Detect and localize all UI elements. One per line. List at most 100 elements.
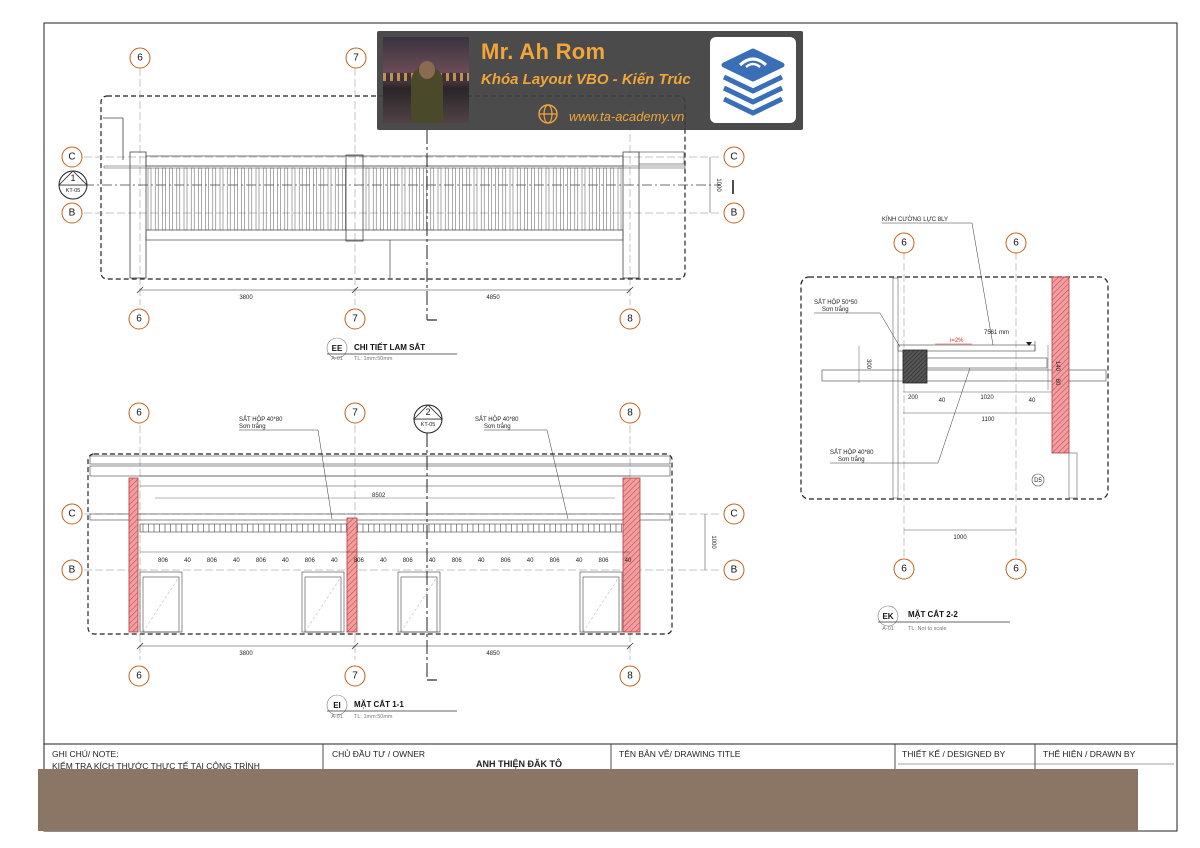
detail-ek-frame [800, 276, 1109, 500]
grid-bubble-6[interactable]: 6 [1005, 232, 1027, 254]
grid-bubble-6[interactable]: 6 [128, 308, 150, 330]
ee-sheet: A-01 [331, 356, 343, 362]
stack-layers-icon [721, 48, 785, 116]
grid-bubble-7[interactable]: 7 [344, 402, 366, 424]
grid-bubble-8[interactable]: 8 [619, 402, 641, 424]
ei-segment-dim: 806 [550, 558, 561, 564]
tb-owner-label: CHỦ ĐẦU TƯ / OWNER [332, 748, 425, 759]
svg-text:7: 7 [353, 53, 359, 64]
ei-segment-dim: 806 [305, 558, 316, 564]
ei-column-mid [346, 517, 358, 633]
ek-tag: D5 [1034, 478, 1042, 484]
svg-text:6: 6 [901, 564, 907, 575]
tb-note-label: GHI CHÚ/ NOTE: [52, 749, 119, 759]
grid-bubble-6[interactable]: 6 [893, 232, 915, 254]
svg-text:6: 6 [901, 238, 907, 249]
ek-d1020: 1020 [980, 395, 994, 401]
grid-bubble-7[interactable]: 7 [344, 308, 366, 330]
ee-title: CHI TIẾT LAM SẮT [354, 342, 425, 352]
ek-box-note: SẮT HỘP 50*50 [814, 298, 858, 306]
ek-code: EK [882, 612, 893, 621]
globe-icon [538, 104, 558, 124]
ek-box-note-b-2: Sơn trắng [838, 456, 865, 463]
tb-owner-name: ANH THIỆN ĐĂK TÔ [476, 758, 562, 769]
ek-v80: 80 [1054, 379, 1060, 386]
svg-text:7: 7 [352, 408, 358, 419]
grid-bubble-b[interactable]: B [723, 559, 745, 581]
grid-bubble-6[interactable]: 6 [128, 665, 150, 687]
tb-drawing-label: TÊN BẢN VẼ/ DRAWING TITLE [619, 748, 741, 759]
ei-note-left-2: Sơn trắng [239, 423, 266, 430]
ei-segment-dim: 806 [256, 558, 267, 564]
svg-text:8: 8 [627, 671, 633, 682]
ee-section-marker[interactable]: 1 KT-05 [58, 170, 88, 200]
ei-segment-dim: 806 [598, 558, 609, 564]
ei-segment-dim: 806 [452, 558, 463, 564]
detail-ee: 3800 4850 1000 1 KT-05 EE A-01 CHI TIẾT … [58, 68, 734, 362]
svg-text:6: 6 [137, 53, 143, 64]
ee-code: EE [332, 344, 343, 353]
ei-segment-dim: 40 [380, 558, 387, 564]
svg-text:B: B [731, 565, 738, 576]
ee-scale: TL: 1mm:50mm [354, 356, 393, 362]
ei-dim-left: 3800 [239, 651, 253, 657]
grid-bubble-6[interactable]: 6 [128, 402, 150, 424]
svg-text:6: 6 [136, 314, 142, 325]
ei-sheet: A-01 [331, 714, 343, 720]
ei-segment-dim: 40 [282, 558, 289, 564]
grid-bubble-c[interactable]: C [723, 146, 745, 168]
banner-website[interactable]: www.ta-academy.vn [569, 109, 685, 124]
svg-text:6: 6 [136, 671, 142, 682]
ei-segment-dim: 40 [527, 558, 534, 564]
ek-box-note-2: Sơn trắng [822, 306, 849, 313]
grid-bubble-8[interactable]: 8 [619, 308, 641, 330]
detail-ei-frame [87, 453, 673, 635]
grid-bubble-8[interactable]: 8 [619, 665, 641, 687]
detail-ek: KÍNH CƯỜNG LỰC 8LY 7561 mm i=2% SẮT HỘP … [800, 216, 1109, 632]
grid-bubble-b[interactable]: B [61, 202, 83, 224]
ek-len: 7561 mm [984, 330, 1009, 336]
grid-bubble-b[interactable]: B [723, 202, 745, 224]
ei-segment-dim: 806 [354, 558, 365, 564]
ei-section-marker[interactable]: 2 KT-05 [413, 404, 443, 434]
ei-section-num: 2 [425, 407, 430, 417]
grid-bubble-6[interactable]: 6 [129, 47, 151, 69]
grid-bubble-6[interactable]: 6 [1005, 558, 1027, 580]
ek-d200: 200 [908, 395, 919, 401]
svg-text:8: 8 [627, 408, 633, 419]
tb-drawn-label: THỂ HIỆN / DRAWN BY [1043, 748, 1136, 759]
ek-d40a: 40 [939, 398, 946, 404]
ek-box-note-b: SẮT HỘP 40*80 [830, 448, 874, 456]
grid-bubble-7[interactable]: 7 [345, 47, 367, 69]
ei-segment-dim: 40 [625, 558, 632, 564]
ei-segment-dim: 40 [331, 558, 338, 564]
banner-course-title: Khóa Layout VBO - Kiến Trúc [481, 71, 691, 88]
tb-designed-label: THIẾT KẾ / DESIGNED BY [902, 749, 1006, 759]
detail-ei: 8502 806 40 806 40 806 40 806 40 806 40 806 40 806 40… [84, 404, 720, 720]
grid-bubble-c[interactable]: C [61, 503, 83, 525]
ei-note-right: SẮT HỘP 40*80 [475, 415, 519, 423]
ek-scale: TL: Not to scale [908, 626, 947, 632]
svg-text:C: C [730, 152, 737, 163]
svg-text:7: 7 [352, 314, 358, 325]
grid-bubble-b[interactable]: B [61, 559, 83, 581]
ek-sheet: A-01 [882, 626, 894, 632]
grid-bubble-c[interactable]: C [723, 503, 745, 525]
ei-segment-dim: 40 [233, 558, 240, 564]
svg-text:8: 8 [627, 314, 633, 325]
ei-segment-dim: 806 [501, 558, 512, 564]
banner-author-name: Mr. Ah Rom [481, 39, 606, 64]
ei-segment-dim: 806 [403, 558, 414, 564]
detail-ee-frame [100, 95, 686, 280]
ei-scale: TL: 1mm:50mm [354, 714, 393, 720]
grid-bubble-c[interactable]: C [61, 146, 83, 168]
ei-dim-top: 8502 [372, 493, 386, 499]
grid-bubble-6[interactable]: 6 [893, 558, 915, 580]
ei-segment-dim: 40 [184, 558, 191, 564]
grid-bubble-7[interactable]: 7 [344, 665, 366, 687]
svg-text:7: 7 [352, 671, 358, 682]
ei-segment-dim: 40 [576, 558, 583, 564]
ei-segment-dim: 40 [429, 558, 436, 564]
ek-d40b: 40 [1029, 398, 1036, 404]
